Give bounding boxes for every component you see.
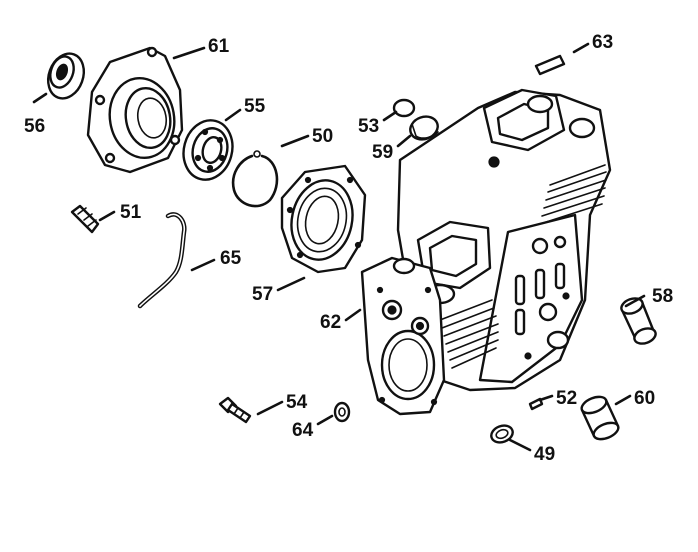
part-56-oil-seal <box>46 52 86 100</box>
part-54-bolt <box>218 396 252 424</box>
label-64: 64 <box>292 420 314 441</box>
part-55-ball-bearing <box>182 119 234 181</box>
part-63-dowel-pin <box>534 54 566 76</box>
label-63: 63 <box>592 32 613 53</box>
part-60-bearing-sleeve <box>580 395 620 441</box>
part-50-retaining-ring <box>231 150 279 208</box>
label-49: 49 <box>534 444 555 465</box>
part-53-plug <box>392 98 416 118</box>
label-59: 59 <box>372 142 393 163</box>
label-61: 61 <box>208 36 230 57</box>
part-65-breather-tube <box>137 212 187 309</box>
part-51-stud <box>70 204 100 234</box>
label-65: 65 <box>220 248 242 269</box>
label-60: 60 <box>634 388 655 409</box>
part-49-bushing <box>490 424 514 444</box>
label-56: 56 <box>24 116 45 137</box>
label-54: 54 <box>286 392 308 413</box>
label-51: 51 <box>120 202 142 223</box>
label-53: 53 <box>358 116 379 137</box>
part-labels: 56 61 55 50 51 65 57 63 53 59 62 58 60 5… <box>24 32 673 465</box>
part-59-cup-plug <box>409 115 439 141</box>
label-55: 55 <box>244 96 266 117</box>
part-64-washer <box>333 401 351 423</box>
label-58: 58 <box>652 286 673 307</box>
label-62: 62 <box>320 312 341 333</box>
part-52-pin <box>528 397 544 411</box>
part-61-bearing-plate <box>86 46 184 174</box>
leader-lines <box>32 42 646 452</box>
part-57-gasket <box>280 164 367 274</box>
part-58-sleeve-bushing <box>620 297 657 345</box>
part-62-crankcase <box>360 88 612 416</box>
label-57: 57 <box>252 284 273 305</box>
label-50: 50 <box>312 126 333 147</box>
label-52: 52 <box>556 388 577 409</box>
